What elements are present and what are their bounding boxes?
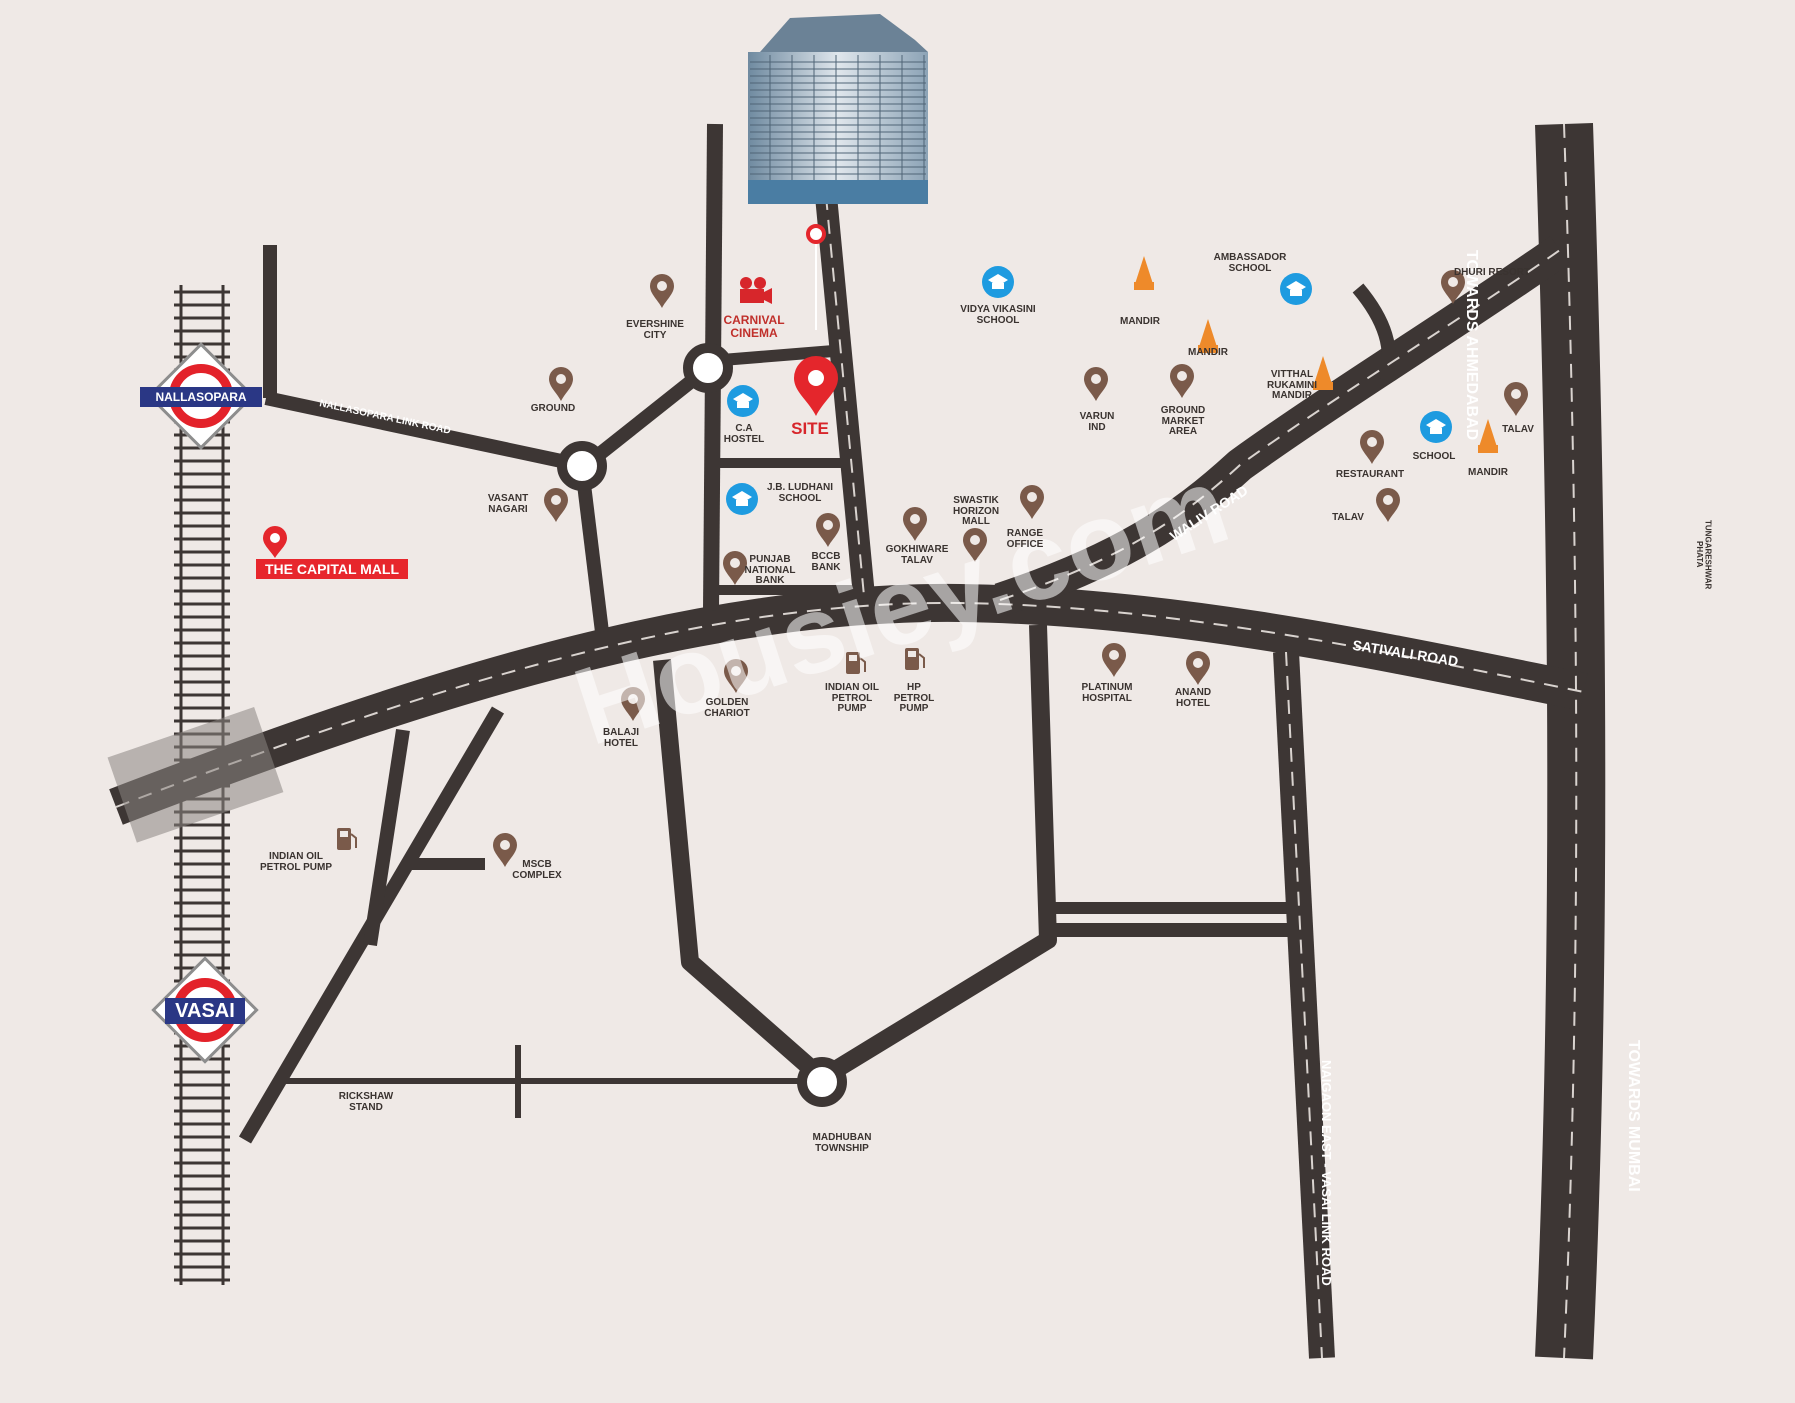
temple-icon[interactable] xyxy=(1134,256,1154,290)
landmark-label: BALAJI HOTEL xyxy=(602,727,640,749)
school-icon[interactable] xyxy=(726,483,758,515)
landmark-label: GOLDEN CHARIOT xyxy=(704,697,750,719)
temple-icon[interactable] xyxy=(1198,319,1218,353)
landmark-label: VIDYA VIKASINI SCHOOL xyxy=(960,304,1036,326)
fuel-pump-icon[interactable] xyxy=(846,652,866,674)
location-pin-icon[interactable] xyxy=(549,367,573,401)
location-pin-icon[interactable] xyxy=(1441,270,1465,304)
evershine-link xyxy=(577,362,713,474)
landmark-label: VITTHAL RUKAMINI MANDIR xyxy=(1267,369,1317,401)
waliv-road xyxy=(994,236,1570,617)
location-pin-icon[interactable] xyxy=(1360,430,1384,464)
mall-pin-icon[interactable] xyxy=(263,526,287,558)
dhuri-curve xyxy=(1352,283,1396,383)
location-pin-icon[interactable] xyxy=(493,833,517,867)
landmark-label: MADHUBAN TOWNSHIP xyxy=(812,1132,872,1154)
school-icon[interactable] xyxy=(1420,411,1452,443)
movie-camera-icon[interactable] xyxy=(740,277,772,304)
roundabouts xyxy=(557,343,847,1107)
school-icon[interactable] xyxy=(727,385,759,417)
location-pin-icon[interactable] xyxy=(1102,643,1126,677)
road-label-towards-mumbai: TOWARDS MUMBAI xyxy=(1625,1040,1642,1192)
landmark-label: GROUND MARKET AREA xyxy=(1160,405,1206,437)
location-pin-icon[interactable] xyxy=(1170,364,1194,398)
landmark-label: HP PETROL PUMP xyxy=(893,682,935,714)
landmark-label: DHURI RESORT xyxy=(1453,267,1531,278)
tungareshwar-label: TUNGARESHWAR PHATA xyxy=(1695,520,1713,590)
project-building-illustration xyxy=(748,14,928,204)
landmark-label: BCCB BANK xyxy=(811,551,841,573)
madhuban-loop-right xyxy=(817,624,1057,1086)
landmark-label: C.A HOSTEL xyxy=(723,423,765,445)
railway-overpass xyxy=(107,707,284,843)
location-pin-icon[interactable] xyxy=(621,687,645,721)
landmark-label: MANDIR xyxy=(1468,467,1508,478)
carnival-cinema-label: CARNIVAL CINEMA xyxy=(723,313,785,340)
southwest-road-b xyxy=(363,728,410,947)
main-highway xyxy=(1535,123,1606,1360)
location-pin-icon[interactable] xyxy=(963,528,987,562)
location-pin-icon[interactable] xyxy=(1504,382,1528,416)
landmark-label: EVERSHINE CITY xyxy=(626,319,684,341)
landmark-label: RICKSHAW STAND xyxy=(338,1091,394,1113)
location-pin-icon[interactable] xyxy=(1186,651,1210,685)
landmark-label: MANDIR xyxy=(1120,316,1160,327)
ground-spur xyxy=(575,467,609,633)
location-pin-icon[interactable] xyxy=(1020,485,1044,519)
site-pin-icon[interactable] xyxy=(794,356,838,416)
roundabout-madhuban xyxy=(797,1057,847,1107)
roundabout-evershine xyxy=(683,343,733,393)
landmark-label: MANDIR xyxy=(1188,347,1228,358)
road-label-towards-ahmedabad: TOWARDS AHMEDABAD xyxy=(1463,250,1480,441)
landmark-label: RANGE OFFICE xyxy=(1006,528,1044,550)
fuel-pump-icon[interactable] xyxy=(905,648,925,670)
roundabout-nallasopara xyxy=(557,441,607,491)
school-icon[interactable] xyxy=(1280,273,1312,305)
landmark-label: AMBASSADOR SCHOOL xyxy=(1213,252,1287,274)
landmark-label: RESTAURANT xyxy=(1335,469,1405,480)
location-pin-icon[interactable] xyxy=(816,513,840,547)
station-name: NALLASOPARA xyxy=(140,387,262,407)
landmark-label: INDIAN OIL PETROL PUMP xyxy=(259,851,333,873)
temple-icon[interactable] xyxy=(1478,419,1498,453)
landmark-label: INDIAN OIL PETROL PUMP xyxy=(825,682,879,714)
station-nallasopara[interactable]: NALLASOPARA xyxy=(126,342,276,450)
landmark-label: PLATINUM HOSPITAL xyxy=(1081,682,1133,704)
location-pin-icon[interactable] xyxy=(724,659,748,693)
landmark-label: TALAV xyxy=(1502,424,1534,435)
location-pin-icon[interactable] xyxy=(1084,367,1108,401)
site-dot xyxy=(806,224,826,244)
landmark-label: MSCB COMPLEX xyxy=(512,859,562,881)
fuel-pump-icon[interactable] xyxy=(337,828,357,850)
site-cross-1 xyxy=(721,344,847,366)
landmark-label: ANAND HOTEL xyxy=(1174,687,1212,709)
landmark-label: GOKHIWARE TALAV xyxy=(885,544,949,566)
location-pin-icon[interactable] xyxy=(544,488,568,522)
station-name: VASAI xyxy=(165,998,245,1024)
station-vasai[interactable]: VASAI xyxy=(130,956,280,1064)
nallasopara-link-road xyxy=(264,391,568,469)
landmark-label: TALAV xyxy=(1332,512,1364,523)
landmark-label: SCHOOL xyxy=(1412,451,1456,462)
landmark-label: SWASTIK HORIZON MALL xyxy=(952,495,1000,527)
location-pin-icon[interactable] xyxy=(1376,488,1400,522)
location-pin-icon[interactable] xyxy=(723,551,747,585)
capital-mall-banner[interactable]: THE CAPITAL MALL xyxy=(256,559,408,579)
site-label: SITE xyxy=(791,419,829,438)
temple-icon[interactable] xyxy=(1313,356,1333,390)
landmark-label: GROUND xyxy=(530,403,576,414)
landmark-label: VARUN IND xyxy=(1079,411,1115,433)
location-pin-icon[interactable] xyxy=(650,274,674,308)
madhuban-loop-left xyxy=(653,659,828,1085)
landmark-label: PUNJAB NATIONAL BANK xyxy=(744,554,796,586)
road-label-naigaon: NAIGAON EAST - VASAI LINK ROAD xyxy=(1319,1060,1334,1286)
landmark-label: J.B. LUDHANI SCHOOL xyxy=(766,482,834,504)
school-icon[interactable] xyxy=(982,266,1014,298)
landmark-label: VASANT NAGARI xyxy=(487,493,529,515)
location-pin-icon[interactable] xyxy=(903,507,927,541)
